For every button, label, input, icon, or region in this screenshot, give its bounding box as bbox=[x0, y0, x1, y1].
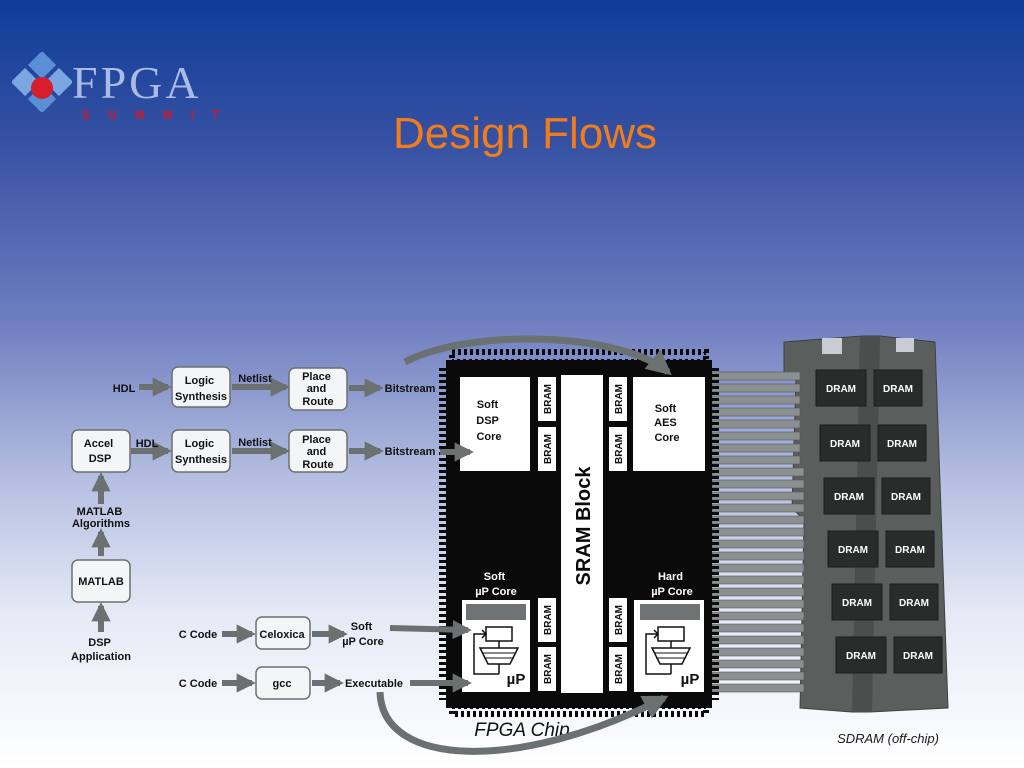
netlist-label: Netlist bbox=[238, 437, 272, 449]
c-code-label: C Code bbox=[179, 629, 218, 641]
dram-chip: DRAM bbox=[815, 369, 867, 407]
accel-dsp-label: Accel DSP bbox=[84, 438, 116, 465]
soft-up-core: µP bbox=[462, 600, 530, 692]
netlist-label: Netlist bbox=[238, 373, 272, 385]
svg-text:BRAM: BRAM bbox=[614, 654, 625, 684]
bram-block: BRAM bbox=[609, 377, 627, 421]
hard-up-core: µP bbox=[634, 600, 704, 692]
matlab-algorithms-label: MATLAB Algorithms bbox=[72, 506, 130, 530]
svg-text:DRAM: DRAM bbox=[842, 598, 872, 609]
logic-synthesis-label: Logic Synthesis bbox=[175, 438, 227, 466]
svg-text:BRAM: BRAM bbox=[543, 384, 554, 414]
dram-chip: DRAM bbox=[885, 530, 935, 568]
svg-text:DRAM: DRAM bbox=[895, 545, 925, 556]
sram-block-label: SRAM Block bbox=[573, 466, 595, 586]
logic-synthesis-box bbox=[171, 366, 231, 408]
dram-chip: DRAM bbox=[881, 477, 931, 515]
soft-aes-core-label: Soft AES Core bbox=[654, 403, 680, 444]
svg-text:DRAM: DRAM bbox=[830, 439, 860, 450]
matlab-label: MATLAB bbox=[78, 576, 124, 588]
svg-text:DRAM: DRAM bbox=[903, 651, 933, 662]
svg-text:DRAM: DRAM bbox=[826, 384, 856, 395]
celoxica-box bbox=[255, 616, 311, 650]
svg-text:DRAM: DRAM bbox=[838, 545, 868, 556]
accel-dsp-box bbox=[71, 429, 131, 473]
hard-up-symbol: µP bbox=[681, 671, 700, 688]
svg-text:BRAM: BRAM bbox=[543, 654, 554, 684]
soft-up-core-label: Soft µP Core bbox=[475, 571, 517, 598]
bram-block: BRAM bbox=[538, 377, 556, 421]
svg-text:BRAM: BRAM bbox=[614, 605, 625, 635]
svg-text:BRAM: BRAM bbox=[543, 434, 554, 464]
dram-chip: DRAM bbox=[835, 636, 887, 674]
dram-chip: DRAM bbox=[873, 369, 923, 407]
fpga-summit-logo: FPGA SUMMIT bbox=[12, 52, 219, 128]
celoxica-label: Celoxica bbox=[259, 629, 305, 641]
svg-text:DRAM: DRAM bbox=[891, 492, 921, 503]
bitstream-label: Bitstream bbox=[385, 383, 436, 395]
bram-block: BRAM bbox=[538, 647, 556, 691]
slide-title: Design Flows bbox=[392, 109, 658, 158]
flow-boxes bbox=[71, 366, 348, 700]
matlab-box bbox=[71, 559, 131, 603]
bram-block: BRAM bbox=[538, 598, 556, 642]
dram-chip: DRAM bbox=[819, 424, 871, 462]
fpga-chip-label: FPGA Chip bbox=[474, 720, 569, 741]
hdl-label: HDL bbox=[113, 383, 136, 395]
sram-block bbox=[561, 375, 603, 693]
svg-text:BRAM: BRAM bbox=[614, 384, 625, 414]
dram-chip: DRAM bbox=[827, 530, 879, 568]
dram-chip: DRAM bbox=[823, 477, 875, 515]
svg-text:DRAM: DRAM bbox=[846, 651, 876, 662]
logic-synthesis-label: Logic Synthesis bbox=[175, 375, 227, 403]
bram-block: BRAM bbox=[538, 427, 556, 471]
place-route-label: Place and Route bbox=[302, 371, 334, 408]
svg-text:BRAM: BRAM bbox=[543, 605, 554, 635]
soft-up-symbol: µP bbox=[507, 671, 526, 688]
bram-block: BRAM bbox=[609, 427, 627, 471]
executable-label: Executable bbox=[345, 678, 403, 690]
svg-text:DRAM: DRAM bbox=[899, 598, 929, 609]
hdl-label: HDL bbox=[136, 438, 159, 450]
svg-text:DRAM: DRAM bbox=[887, 439, 917, 450]
sdram-label: SDRAM (off-chip) bbox=[837, 731, 939, 746]
dram-chip: DRAM bbox=[831, 583, 883, 621]
bitstream-curved-arrow bbox=[403, 335, 672, 376]
gcc-label: gcc bbox=[273, 678, 292, 690]
fpga-chip: SRAM Block Soft DSP Core Soft AES Core B… bbox=[439, 349, 719, 717]
gcc-box bbox=[255, 666, 311, 700]
hard-up-core-label: Hard µP Core bbox=[651, 571, 693, 598]
logo-subtitle: SUMMIT bbox=[82, 108, 238, 122]
soft-up-core-output-label: Soft µP Core bbox=[342, 621, 384, 648]
bitstream-label: Bitstream bbox=[385, 446, 436, 458]
c-code-label: C Code bbox=[179, 678, 218, 690]
logic-synthesis-box bbox=[171, 429, 231, 473]
bram-block: BRAM bbox=[609, 598, 627, 642]
svg-text:BRAM: BRAM bbox=[614, 434, 625, 464]
dram-chips: DRAM DRAM DRAM DRAM DRAM DRAM DRAM DRAM … bbox=[815, 369, 943, 674]
logo-wordmark: FPGA bbox=[72, 57, 202, 108]
memory-traces bbox=[711, 371, 805, 693]
dram-chip: DRAM bbox=[893, 636, 943, 674]
soft-aes-core bbox=[633, 377, 705, 471]
dram-chip: DRAM bbox=[889, 583, 939, 621]
bram-blocks: BRAM BRAM BRAM BRAM BRAM BRAM BRAM BRAM bbox=[538, 377, 627, 691]
bram-block: BRAM bbox=[609, 647, 627, 691]
svg-text:DRAM: DRAM bbox=[883, 384, 913, 395]
flow-arrows bbox=[91, 377, 474, 693]
dram-chip: DRAM bbox=[877, 424, 927, 462]
svg-text:DRAM: DRAM bbox=[834, 492, 864, 503]
dsp-application-label: DSP Application bbox=[71, 637, 131, 663]
executable-curved-arrow bbox=[376, 691, 669, 755]
logo-diamond-icon bbox=[12, 52, 72, 112]
place-route-label: Place and Route bbox=[302, 434, 334, 471]
soft-dsp-core-label: Soft DSP Core bbox=[476, 399, 501, 443]
